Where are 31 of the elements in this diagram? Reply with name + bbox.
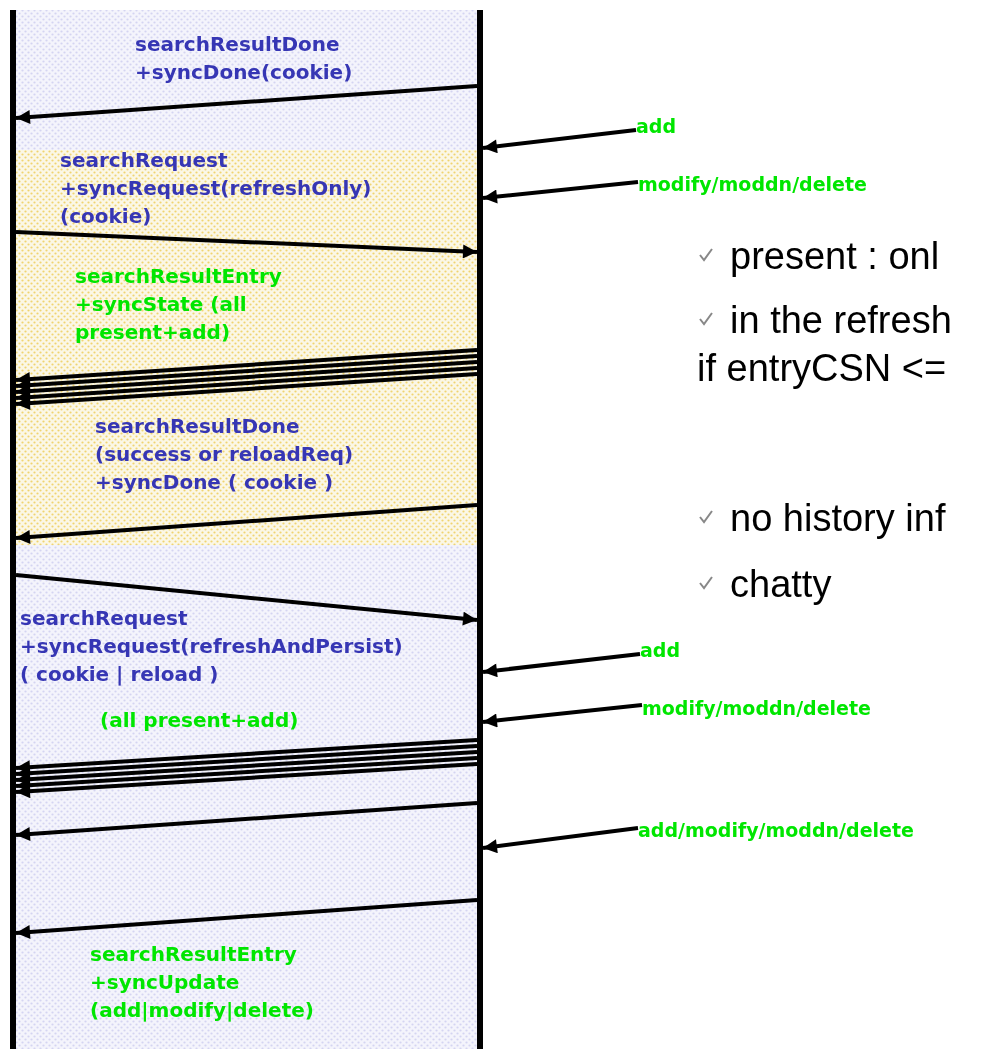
message-arrow — [15, 762, 478, 799]
message-arrow — [482, 652, 641, 678]
lifeline — [477, 10, 483, 1049]
message-arrow — [482, 826, 639, 854]
message-arrow — [15, 230, 478, 259]
message-label: searchRequest +syncRequest(refreshOnly) (cookie) — [60, 147, 373, 230]
note-text: no history inf — [730, 496, 946, 540]
message-arrow — [482, 703, 643, 728]
change-label: modify/moddn/delete — [642, 696, 871, 720]
message-arrow — [15, 801, 478, 841]
message-arrow — [15, 898, 478, 939]
message-arrow — [482, 128, 637, 154]
message-label: searchResultEntry +syncUpdate (add|modify|delete) — [90, 941, 315, 1024]
note-text: in the refresh — [730, 298, 952, 342]
message-arrow — [15, 573, 478, 626]
message-label: searchResultDone (success or reloadReq) +syncDone ( cookie ) — [95, 413, 355, 496]
message-label: searchRequest +syncRequest(refreshAndPersist) ( cookie | reload ) — [20, 605, 404, 688]
change-label: add — [636, 114, 677, 138]
message-arrow — [15, 372, 478, 411]
message-label: (all present+add) — [100, 707, 300, 734]
note-text: present : onl — [730, 234, 940, 278]
change-label: add/modify/moddn/delete — [638, 818, 914, 842]
message-arrow — [482, 180, 639, 204]
note-text: chatty — [730, 562, 832, 606]
message-label: searchResultEntry +syncState (all present+add) — [75, 263, 283, 346]
lifeline — [10, 10, 16, 1049]
message-label: searchResultDone +syncDone(cookie) — [135, 31, 354, 86]
change-label: modify/moddn/delete — [638, 172, 867, 196]
message-arrow — [15, 84, 478, 124]
note-text: if entryCSN <= — [697, 346, 947, 390]
change-label: add — [640, 638, 681, 662]
